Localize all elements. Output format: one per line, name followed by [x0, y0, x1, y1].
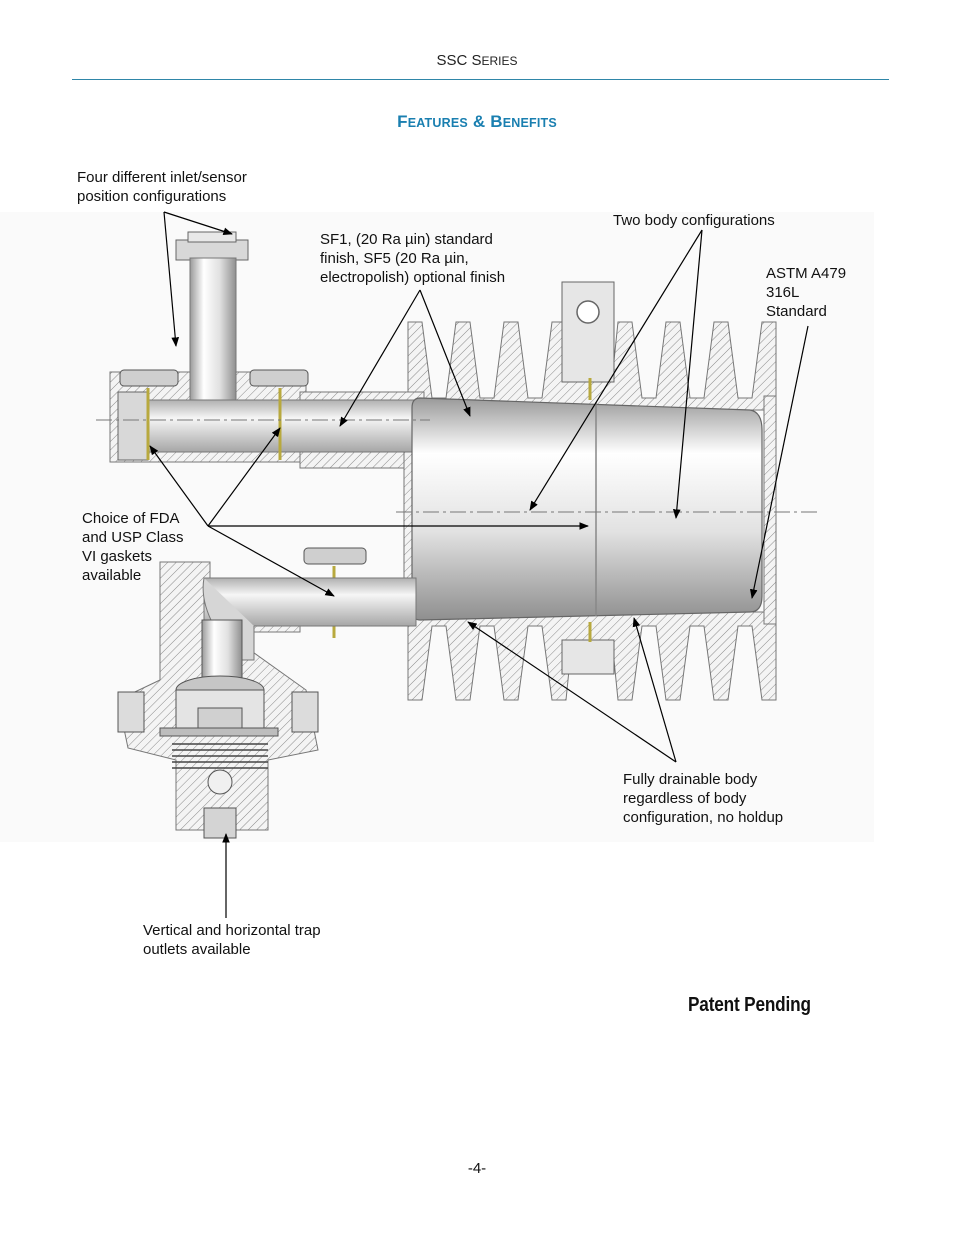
series-title-small: ERIES: [481, 54, 518, 68]
clamps: [119, 369, 367, 565]
upper-left-cap: [117, 391, 149, 461]
heat-fins: [407, 321, 777, 701]
callout-body-configurations: Two body configurations: [613, 212, 775, 229]
section-title: FEATURES & BENEFITS: [0, 112, 954, 132]
inlet-pipe: [175, 231, 249, 409]
callout-inlet-configurations: Four different inlet/sensor position con…: [77, 169, 247, 205]
header-title: SSC SERIES: [0, 52, 954, 69]
series-title-main: SSC S: [436, 52, 482, 69]
section-title-enefits: ENEFITS: [502, 116, 557, 130]
callout-astm-material: ASTM A479 316L Standard: [766, 265, 847, 320]
trap-valve-assembly: [117, 619, 319, 839]
upper-pipe: [117, 399, 429, 453]
callout-arrows: [149, 211, 809, 918]
header-rule: [72, 79, 889, 80]
callout-finish: SF1, (20 Ra µin) standard finish, SF5 (2…: [320, 231, 506, 286]
patent-pending: Patent Pending: [688, 994, 811, 1016]
callout-drainable-body: Fully drainable body regardless of body …: [623, 771, 784, 826]
mounting-bracket: [561, 281, 615, 675]
section-title-f: F: [397, 112, 408, 131]
section-title-eatures: EATURES: [407, 116, 468, 130]
page-number: -4-: [467, 1160, 487, 1177]
trap-body: [411, 397, 763, 621]
center-lines: [96, 419, 820, 513]
section-title-b: B: [490, 112, 503, 131]
callout-trap-outlets: Vertical and horizontal trap outlets ava…: [143, 922, 321, 958]
section-title-amp: &: [467, 112, 491, 131]
callout-gaskets: Choice of FDA and USP Class VI gaskets a…: [82, 510, 184, 584]
